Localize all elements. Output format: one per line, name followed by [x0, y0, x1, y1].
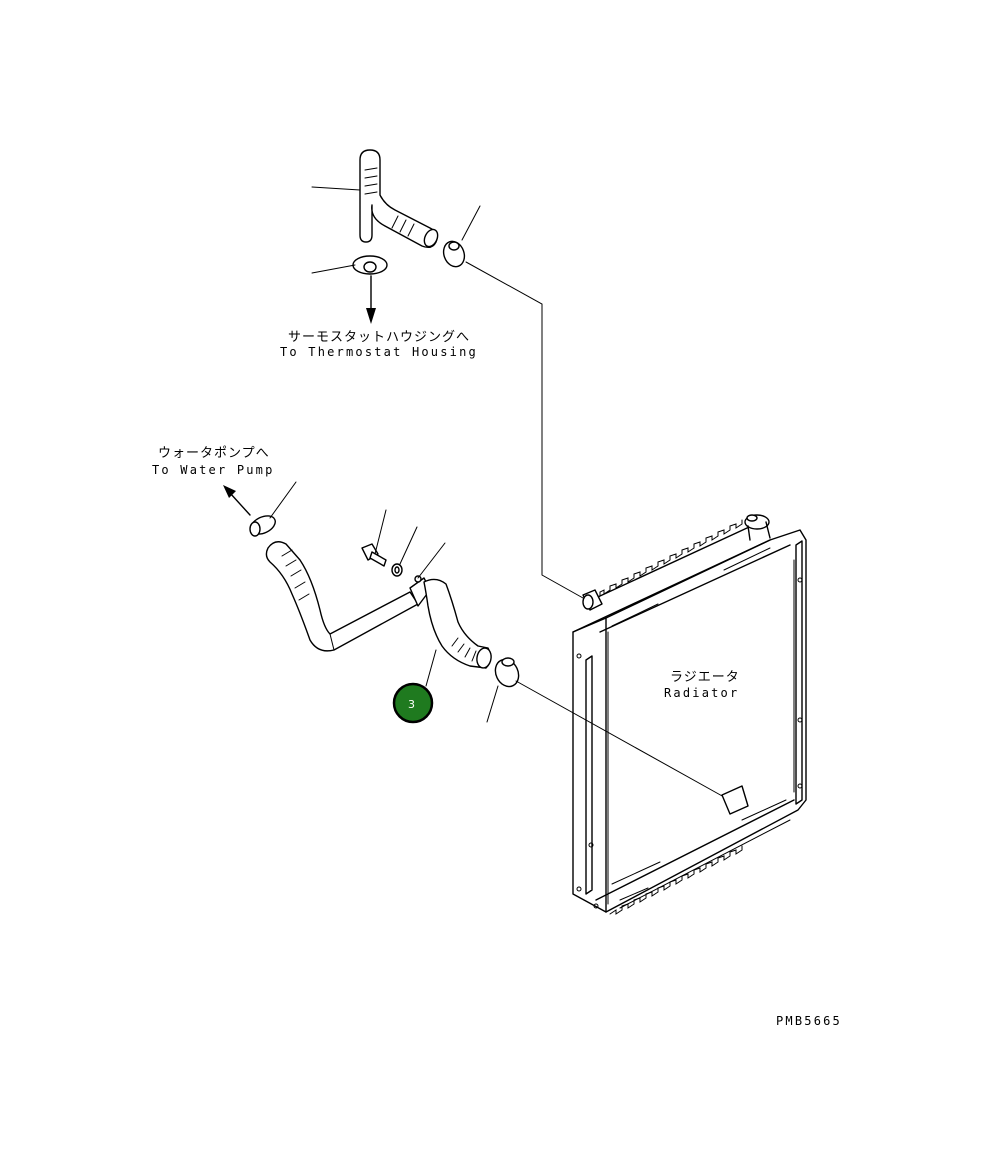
bolt: [361, 509, 387, 567]
upper-connection-line: [465, 261, 584, 599]
radiator-label-en: Radiator: [664, 686, 739, 700]
callout-3[interactable]: 3: [392, 649, 437, 724]
thermostat-label-jp: サーモスタットハウジングへ: [288, 330, 470, 345]
thermostat-arrow: [366, 275, 376, 324]
lower-hose-clamp: [486, 657, 725, 798]
water-pump-arrow: [223, 485, 251, 516]
callout-3-number: 3: [408, 698, 415, 711]
thermostat-label-en: To Thermostat Housing: [280, 345, 478, 359]
upper-hose-clamp-lower: [311, 255, 388, 275]
upper-hose-clamp-right: [442, 205, 481, 268]
upper-hose: [359, 149, 439, 249]
water-pump-label-jp: ウォータポンプへ: [158, 446, 270, 461]
radiator: [572, 514, 807, 915]
washer: [391, 526, 418, 577]
radiator-label-jp: ラジエータ: [670, 670, 740, 685]
lower-hose-assembly: [265, 541, 492, 669]
drawing-code: PMB5665: [776, 1014, 842, 1028]
leader-line: [311, 186, 361, 191]
water-pump-clamp: [249, 481, 297, 537]
water-pump-label-en: To Water Pump: [152, 463, 275, 477]
